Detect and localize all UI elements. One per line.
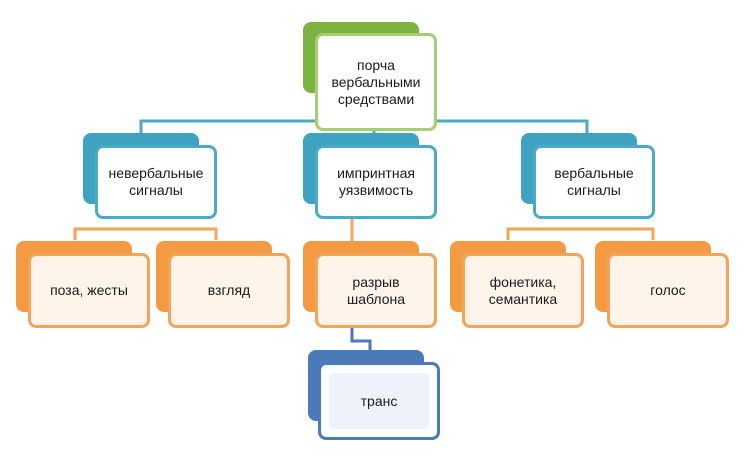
connector-verbal-children — [506, 227, 655, 240]
node-verbal-label: вербальные сигналы — [554, 165, 634, 198]
connector-nonverbal-children — [73, 227, 218, 240]
connector-break-trance — [350, 328, 372, 350]
node-nonverbal-label: невербальные сигналы — [108, 165, 204, 198]
node-root-label: порча вербальными средствами — [331, 56, 421, 107]
node-trance-label: транс — [360, 392, 398, 409]
node-gaze-label: взгляд — [207, 282, 251, 298]
node-trance-fill — [329, 373, 429, 429]
node-voice-label: голос — [650, 282, 686, 298]
node-pose-label: поза, жесты — [50, 282, 128, 298]
node-imprint-label: импринтная уязвимость — [337, 165, 415, 198]
node-break-label: разрыв шаблона — [346, 273, 406, 307]
node-phonetics-label: фонетика, семантика — [488, 273, 558, 307]
connector-root-verbal — [374, 119, 589, 133]
